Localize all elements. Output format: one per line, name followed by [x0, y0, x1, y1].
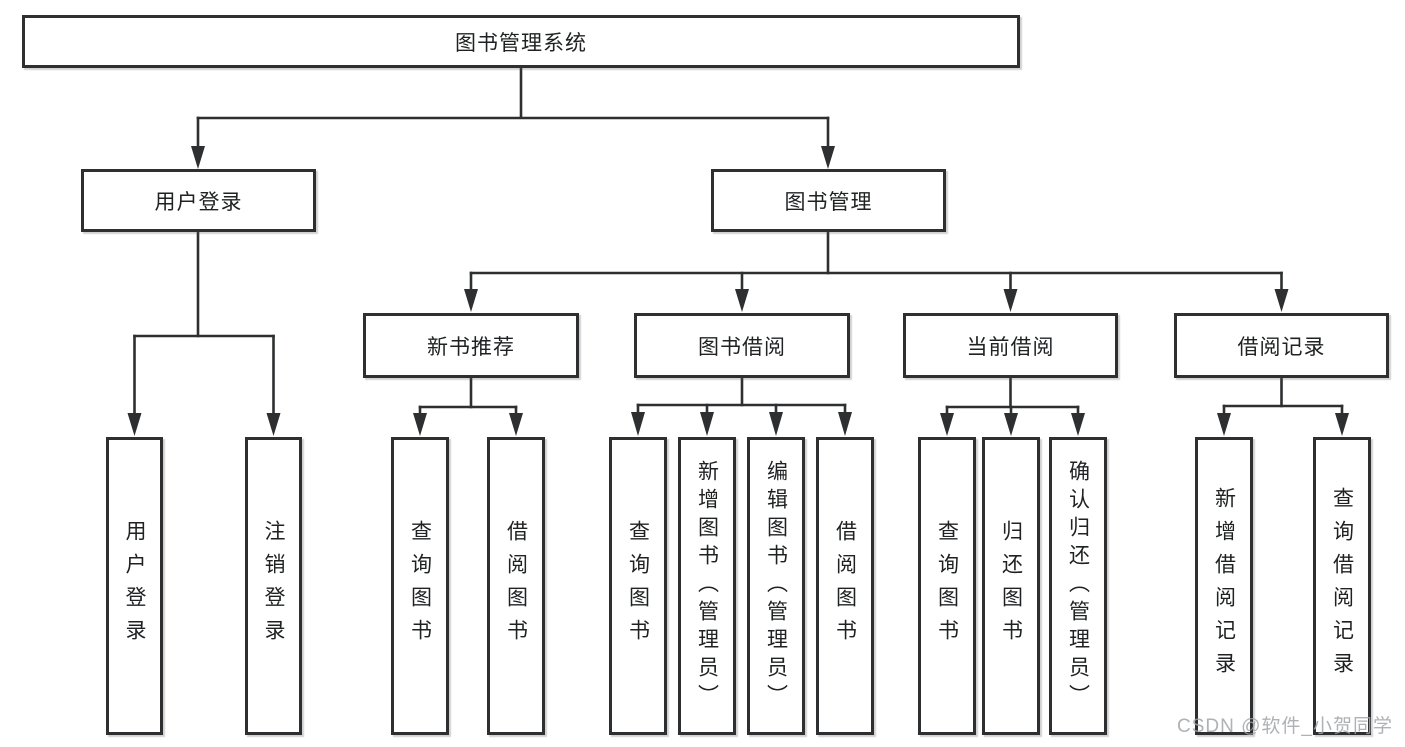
node-label: 编辑图书（管理员）: [764, 460, 788, 712]
node-label: 当前借阅: [966, 335, 1055, 359]
node-label: 用户登录: [123, 520, 146, 652]
node-label: 借阅图书: [504, 520, 528, 652]
leaf-query-borrow-record: 查询借阅记录: [1313, 437, 1371, 735]
node-borrowing-records: 借阅记录: [1174, 313, 1389, 378]
node-label: 查询图书: [626, 520, 650, 652]
leaf-borrow-books-borrowing: 借阅图书: [816, 437, 874, 735]
node-new-book-recommendation: 新书推荐: [363, 313, 579, 378]
leaf-query-books-borrowing: 查询图书: [609, 437, 667, 735]
node-current-borrowing: 当前借阅: [903, 313, 1118, 378]
leaf-confirm-return-admin: 确认归还（管理员）: [1049, 437, 1107, 735]
node-book-borrowing: 图书借阅: [634, 313, 850, 378]
leaf-query-books-recommend: 查询图书: [391, 437, 449, 735]
node-label: 确认归还（管理员）: [1066, 460, 1090, 712]
node-label: 查询图书: [935, 520, 959, 652]
node-label: 用户登录: [154, 190, 243, 214]
leaf-return-books: 归还图书: [982, 437, 1040, 735]
node-label: 查询图书: [408, 520, 432, 652]
watermark: CSDN @软件_小贺同学: [1177, 716, 1393, 737]
node-label: 新增借阅记录: [1212, 487, 1236, 685]
leaf-borrow-books-recommend: 借阅图书: [487, 437, 545, 735]
leaf-logout: 注销登录: [245, 437, 302, 735]
node-user-login: 用户登录: [81, 169, 316, 232]
leaf-add-borrow-record: 新增借阅记录: [1195, 437, 1253, 735]
leaf-user-login: 用户登录: [106, 437, 163, 735]
node-library-management-system: 图书管理系统: [22, 15, 1020, 68]
leaf-edit-books-admin: 编辑图书（管理员）: [747, 437, 805, 735]
node-label: 归还图书: [999, 520, 1023, 652]
node-label: 查询借阅记录: [1330, 487, 1354, 685]
node-label: 借阅图书: [833, 520, 857, 652]
node-label: 借阅记录: [1237, 335, 1326, 359]
node-label: 图书借阅: [698, 335, 786, 359]
leaf-query-books-current: 查询图书: [918, 437, 976, 735]
node-label: 图书管理系统: [455, 31, 587, 55]
node-label: 注销登录: [262, 520, 285, 652]
leaf-add-books-admin: 新增图书（管理员）: [678, 437, 736, 735]
node-label: 新书推荐: [427, 335, 515, 359]
node-label: 图书管理: [784, 190, 873, 214]
node-book-management: 图书管理: [711, 169, 946, 232]
node-label: 新增图书（管理员）: [695, 460, 719, 712]
